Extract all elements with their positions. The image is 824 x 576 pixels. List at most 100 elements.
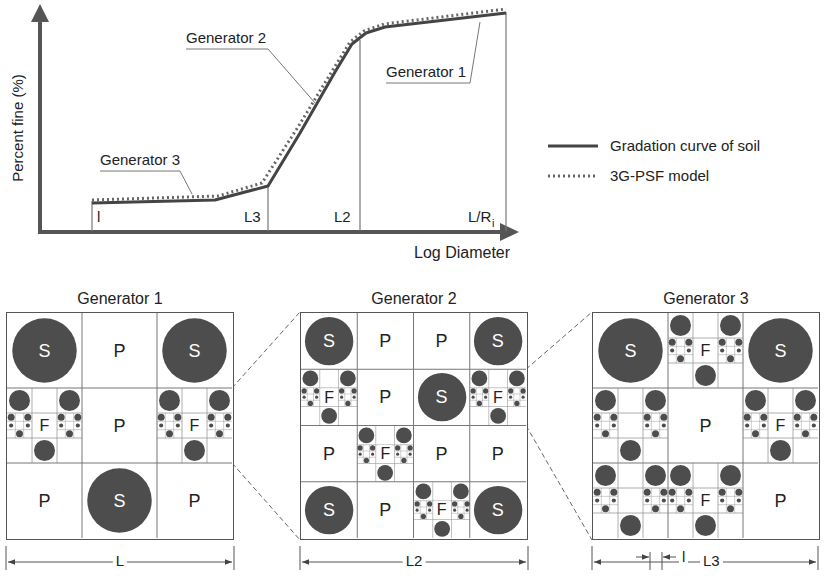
grid-line bbox=[618, 463, 619, 538]
solid-particle bbox=[660, 414, 667, 421]
solid-particle bbox=[644, 414, 651, 421]
dimension-lines bbox=[6, 546, 818, 570]
solid-particle bbox=[408, 445, 413, 450]
solid-particle bbox=[595, 423, 599, 427]
tick-line bbox=[91, 201, 92, 231]
solid-particle bbox=[737, 498, 741, 502]
x-axis bbox=[38, 230, 502, 234]
grid-line bbox=[414, 519, 470, 520]
solid-particle bbox=[735, 339, 742, 346]
grid-line bbox=[7, 388, 232, 389]
grid-line bbox=[469, 313, 470, 538]
cell-letter: S bbox=[323, 331, 335, 351]
grid-line bbox=[651, 413, 652, 438]
solid-particle bbox=[652, 505, 659, 512]
solid-circle: S bbox=[743, 313, 818, 388]
solid-particle bbox=[453, 483, 469, 499]
extension-line bbox=[818, 546, 819, 570]
solid-particle bbox=[396, 427, 412, 443]
cell-letter: S bbox=[492, 331, 504, 351]
legend-row: 3G-PSF model bbox=[546, 161, 760, 191]
solid-particle bbox=[339, 389, 344, 394]
grid-line bbox=[7, 463, 232, 464]
solid-circle: S bbox=[470, 482, 526, 538]
solid-particle bbox=[509, 371, 525, 387]
solid-particle bbox=[612, 423, 616, 427]
grid-line bbox=[643, 496, 668, 497]
chart-label: l bbox=[97, 208, 100, 226]
grid-line bbox=[507, 369, 508, 425]
zoom-line bbox=[526, 312, 592, 540]
grid-line bbox=[718, 354, 743, 355]
solid-particle bbox=[453, 508, 456, 511]
legend-line bbox=[548, 145, 598, 148]
cell-letter: P bbox=[436, 331, 448, 351]
grid-line bbox=[470, 400, 489, 401]
chart-label: Generator 2 bbox=[186, 29, 266, 47]
grid-line bbox=[32, 388, 33, 463]
solid-particle bbox=[644, 489, 651, 496]
solid-particle bbox=[695, 365, 716, 386]
solid-particle bbox=[687, 348, 691, 352]
leader-line bbox=[386, 22, 480, 83]
solid-particle bbox=[610, 414, 617, 421]
grid-line bbox=[488, 369, 489, 425]
grid-line bbox=[507, 394, 526, 395]
solid-circle: S bbox=[301, 482, 357, 538]
solid-circle: S bbox=[470, 313, 526, 369]
grid-line bbox=[357, 463, 413, 464]
solid-particle bbox=[490, 408, 506, 424]
grid-line bbox=[407, 444, 408, 463]
solid-particle bbox=[345, 401, 350, 406]
grid-line bbox=[7, 421, 32, 422]
solid-particle bbox=[737, 348, 741, 352]
solid-particle bbox=[745, 423, 749, 427]
solid-particle bbox=[415, 508, 418, 511]
grid-line bbox=[301, 406, 357, 407]
grid-line bbox=[207, 421, 232, 422]
grid-line bbox=[684, 488, 685, 513]
cell-letter: F bbox=[699, 342, 713, 359]
cell-letter: P bbox=[379, 500, 391, 520]
solid-particle bbox=[720, 315, 741, 336]
solid-particle bbox=[645, 465, 666, 486]
solid-particle bbox=[87, 468, 152, 533]
solid-particle bbox=[795, 390, 816, 411]
grid-line bbox=[157, 313, 158, 538]
cell-letter: P bbox=[113, 416, 125, 436]
solid-particle bbox=[677, 355, 684, 362]
solid-particle bbox=[685, 489, 692, 496]
grid-line bbox=[351, 388, 352, 407]
grid-line bbox=[414, 513, 433, 514]
grid-line bbox=[643, 429, 668, 430]
solid-particle bbox=[662, 423, 666, 427]
grid-line bbox=[57, 429, 82, 430]
solid-particle bbox=[58, 414, 65, 421]
grid-line bbox=[743, 421, 768, 422]
solid-particle bbox=[420, 514, 425, 519]
cell-letter: P bbox=[492, 444, 504, 464]
solid-particle bbox=[720, 348, 724, 352]
grid-line bbox=[668, 346, 693, 347]
solid-particle bbox=[76, 423, 80, 427]
solid-particle bbox=[602, 430, 609, 437]
axis-arrow bbox=[31, 4, 49, 22]
solid-particle bbox=[669, 489, 676, 496]
grid-line bbox=[693, 463, 694, 538]
fractal-group bbox=[7, 388, 82, 463]
solid-particle bbox=[770, 440, 791, 461]
extension-line bbox=[650, 552, 651, 570]
grid-line bbox=[659, 413, 660, 438]
solid-particle bbox=[395, 445, 400, 450]
grid-line bbox=[215, 413, 216, 438]
dimension-label: L3 bbox=[700, 552, 723, 570]
solid-particle bbox=[66, 430, 73, 437]
solid-particle bbox=[9, 423, 13, 427]
solid-particle bbox=[159, 423, 163, 427]
extension-line bbox=[234, 546, 235, 570]
chart-label: L/R bbox=[468, 208, 491, 226]
grid-line bbox=[726, 488, 727, 513]
solid-particle bbox=[158, 414, 165, 421]
solid-particle bbox=[720, 465, 741, 486]
